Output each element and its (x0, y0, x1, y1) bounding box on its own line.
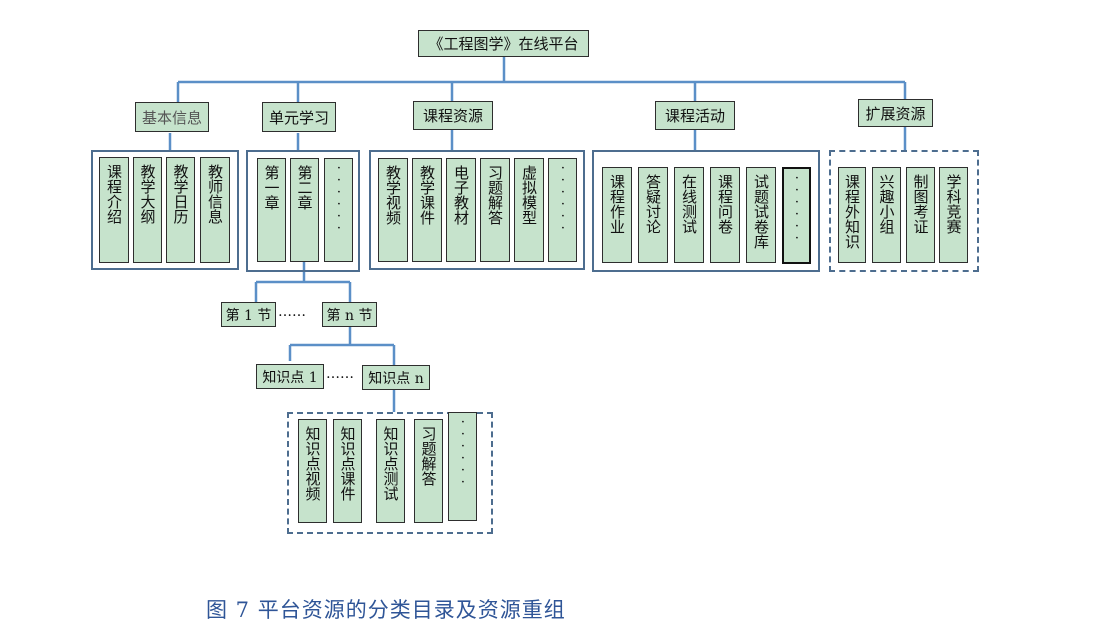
leaf-extracurricular: 课程外知识 (838, 167, 866, 263)
leaf-more-chapters: ······ (324, 158, 353, 262)
figure-caption: 图 7 平台资源的分类目录及资源重组 (206, 598, 566, 622)
leaf-more-resources: ······ (548, 158, 577, 262)
category-extended-resources: 扩展资源 (858, 99, 933, 127)
leaf-e-textbook: 电子教材 (446, 158, 476, 262)
root-node: 《工程图学》在线平台 (418, 30, 589, 57)
leaf-chapter-1: 第一章 (257, 158, 286, 262)
group-unit-study (246, 150, 360, 272)
knowledge-point-last: 知识点 n (362, 365, 430, 390)
leaf-course-survey: 课程问卷 (710, 167, 740, 263)
leaf-teaching-video: 教学视频 (378, 158, 408, 262)
leaf-homework: 课程作业 (602, 167, 632, 263)
leaf-teacher-info: 教师信息 (200, 157, 230, 263)
leaf-point-exercise: 习题解答 (414, 419, 443, 523)
group-point-resources (287, 412, 493, 534)
group-course-resources (369, 150, 585, 270)
category-course-activities: 课程活动 (655, 101, 735, 130)
leaf-syllabus: 教学大纲 (133, 157, 162, 263)
leaf-course-intro: 课程介绍 (99, 157, 129, 263)
leaf-teaching-calendar: 教学日历 (166, 157, 195, 263)
leaf-point-test: 知识点测试 (376, 419, 405, 523)
section-first: 第 1 节 (221, 302, 276, 327)
leaf-subject-contest: 学科竞赛 (939, 167, 968, 263)
category-basic-info: 基本信息 (135, 102, 209, 132)
section-ellipsis: …… (278, 304, 306, 320)
knowledge-point-first: 知识点 1 (256, 364, 324, 389)
knowledge-point-ellipsis: …… (326, 366, 354, 382)
group-extended-resources (829, 150, 979, 272)
leaf-virtual-model: 虚拟模型 (514, 158, 544, 262)
group-course-activities (592, 150, 820, 272)
category-unit-study: 单元学习 (262, 102, 336, 132)
group-basic-info (91, 150, 239, 270)
leaf-point-video: 知识点视频 (298, 419, 327, 523)
leaf-qa-discussion: 答疑讨论 (638, 167, 668, 263)
category-course-resources: 课程资源 (413, 101, 493, 130)
leaf-point-slides: 知识点课件 (333, 419, 362, 523)
leaf-exercise-answers: 习题解答 (480, 158, 510, 262)
section-last: 第 n 节 (322, 302, 377, 327)
leaf-more-point-resources: ······ (448, 412, 477, 521)
leaf-teaching-slides: 教学课件 (412, 158, 442, 262)
leaf-chapter-2: 第二章 (290, 158, 319, 262)
leaf-drafting-cert: 制图考证 (906, 167, 935, 263)
leaf-online-test: 在线测试 (674, 167, 704, 263)
leaf-exam-bank: 试题试卷库 (746, 167, 776, 263)
leaf-more-activities: ······ (782, 167, 811, 264)
leaf-interest-group: 兴趣小组 (872, 167, 901, 263)
